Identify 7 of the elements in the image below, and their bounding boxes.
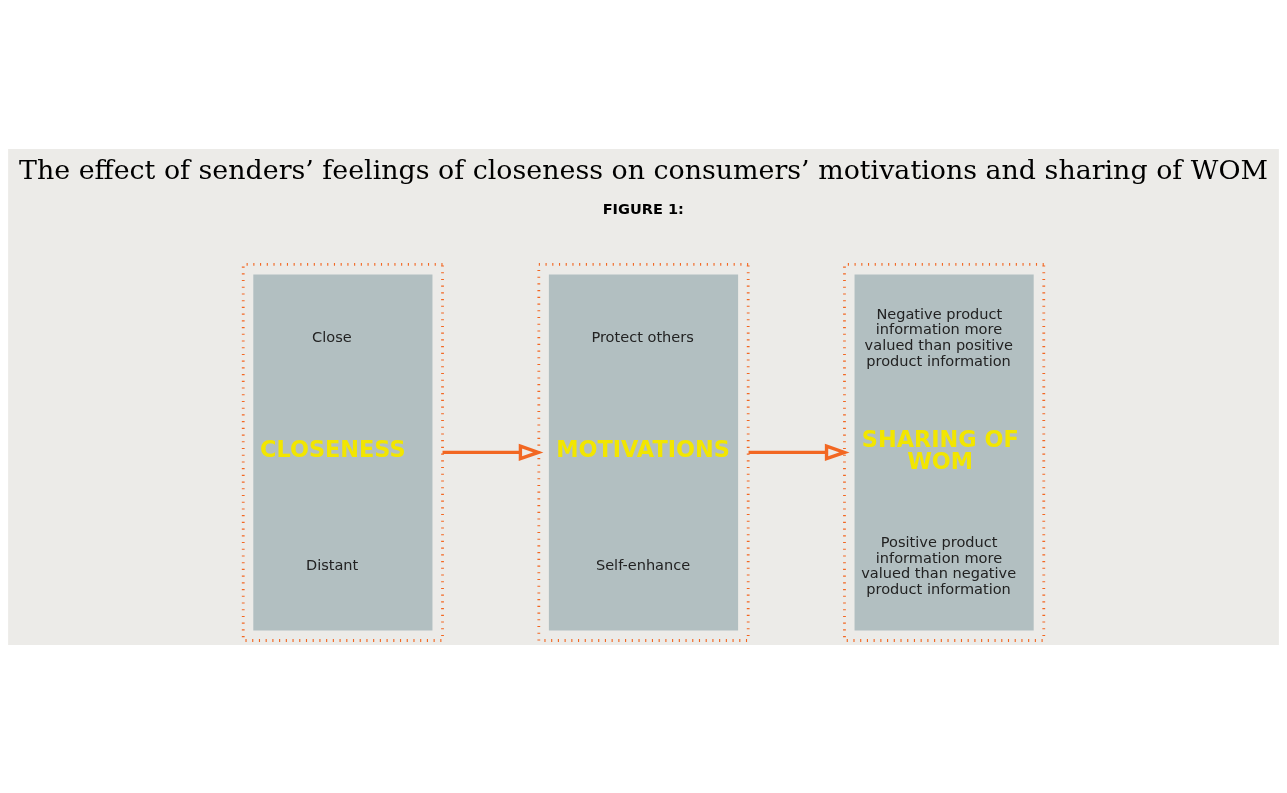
node-box: Negative product information more valued than positive product information SHARING OF WOM Positive product information more valued than negative product information [843,262,1046,642]
arrow [748,443,850,461]
node-box: Close CLOSENESS Distant [241,262,444,642]
diagram-title: The effect of senders’ feelings of closeness on consumers’ motivations and sharing of WOM [19,153,1268,185]
arrow [442,443,544,461]
label: FIGURE 1: [602,199,684,217]
node-box: Protect others MOTIVATIONS Self-enhance [537,262,750,642]
